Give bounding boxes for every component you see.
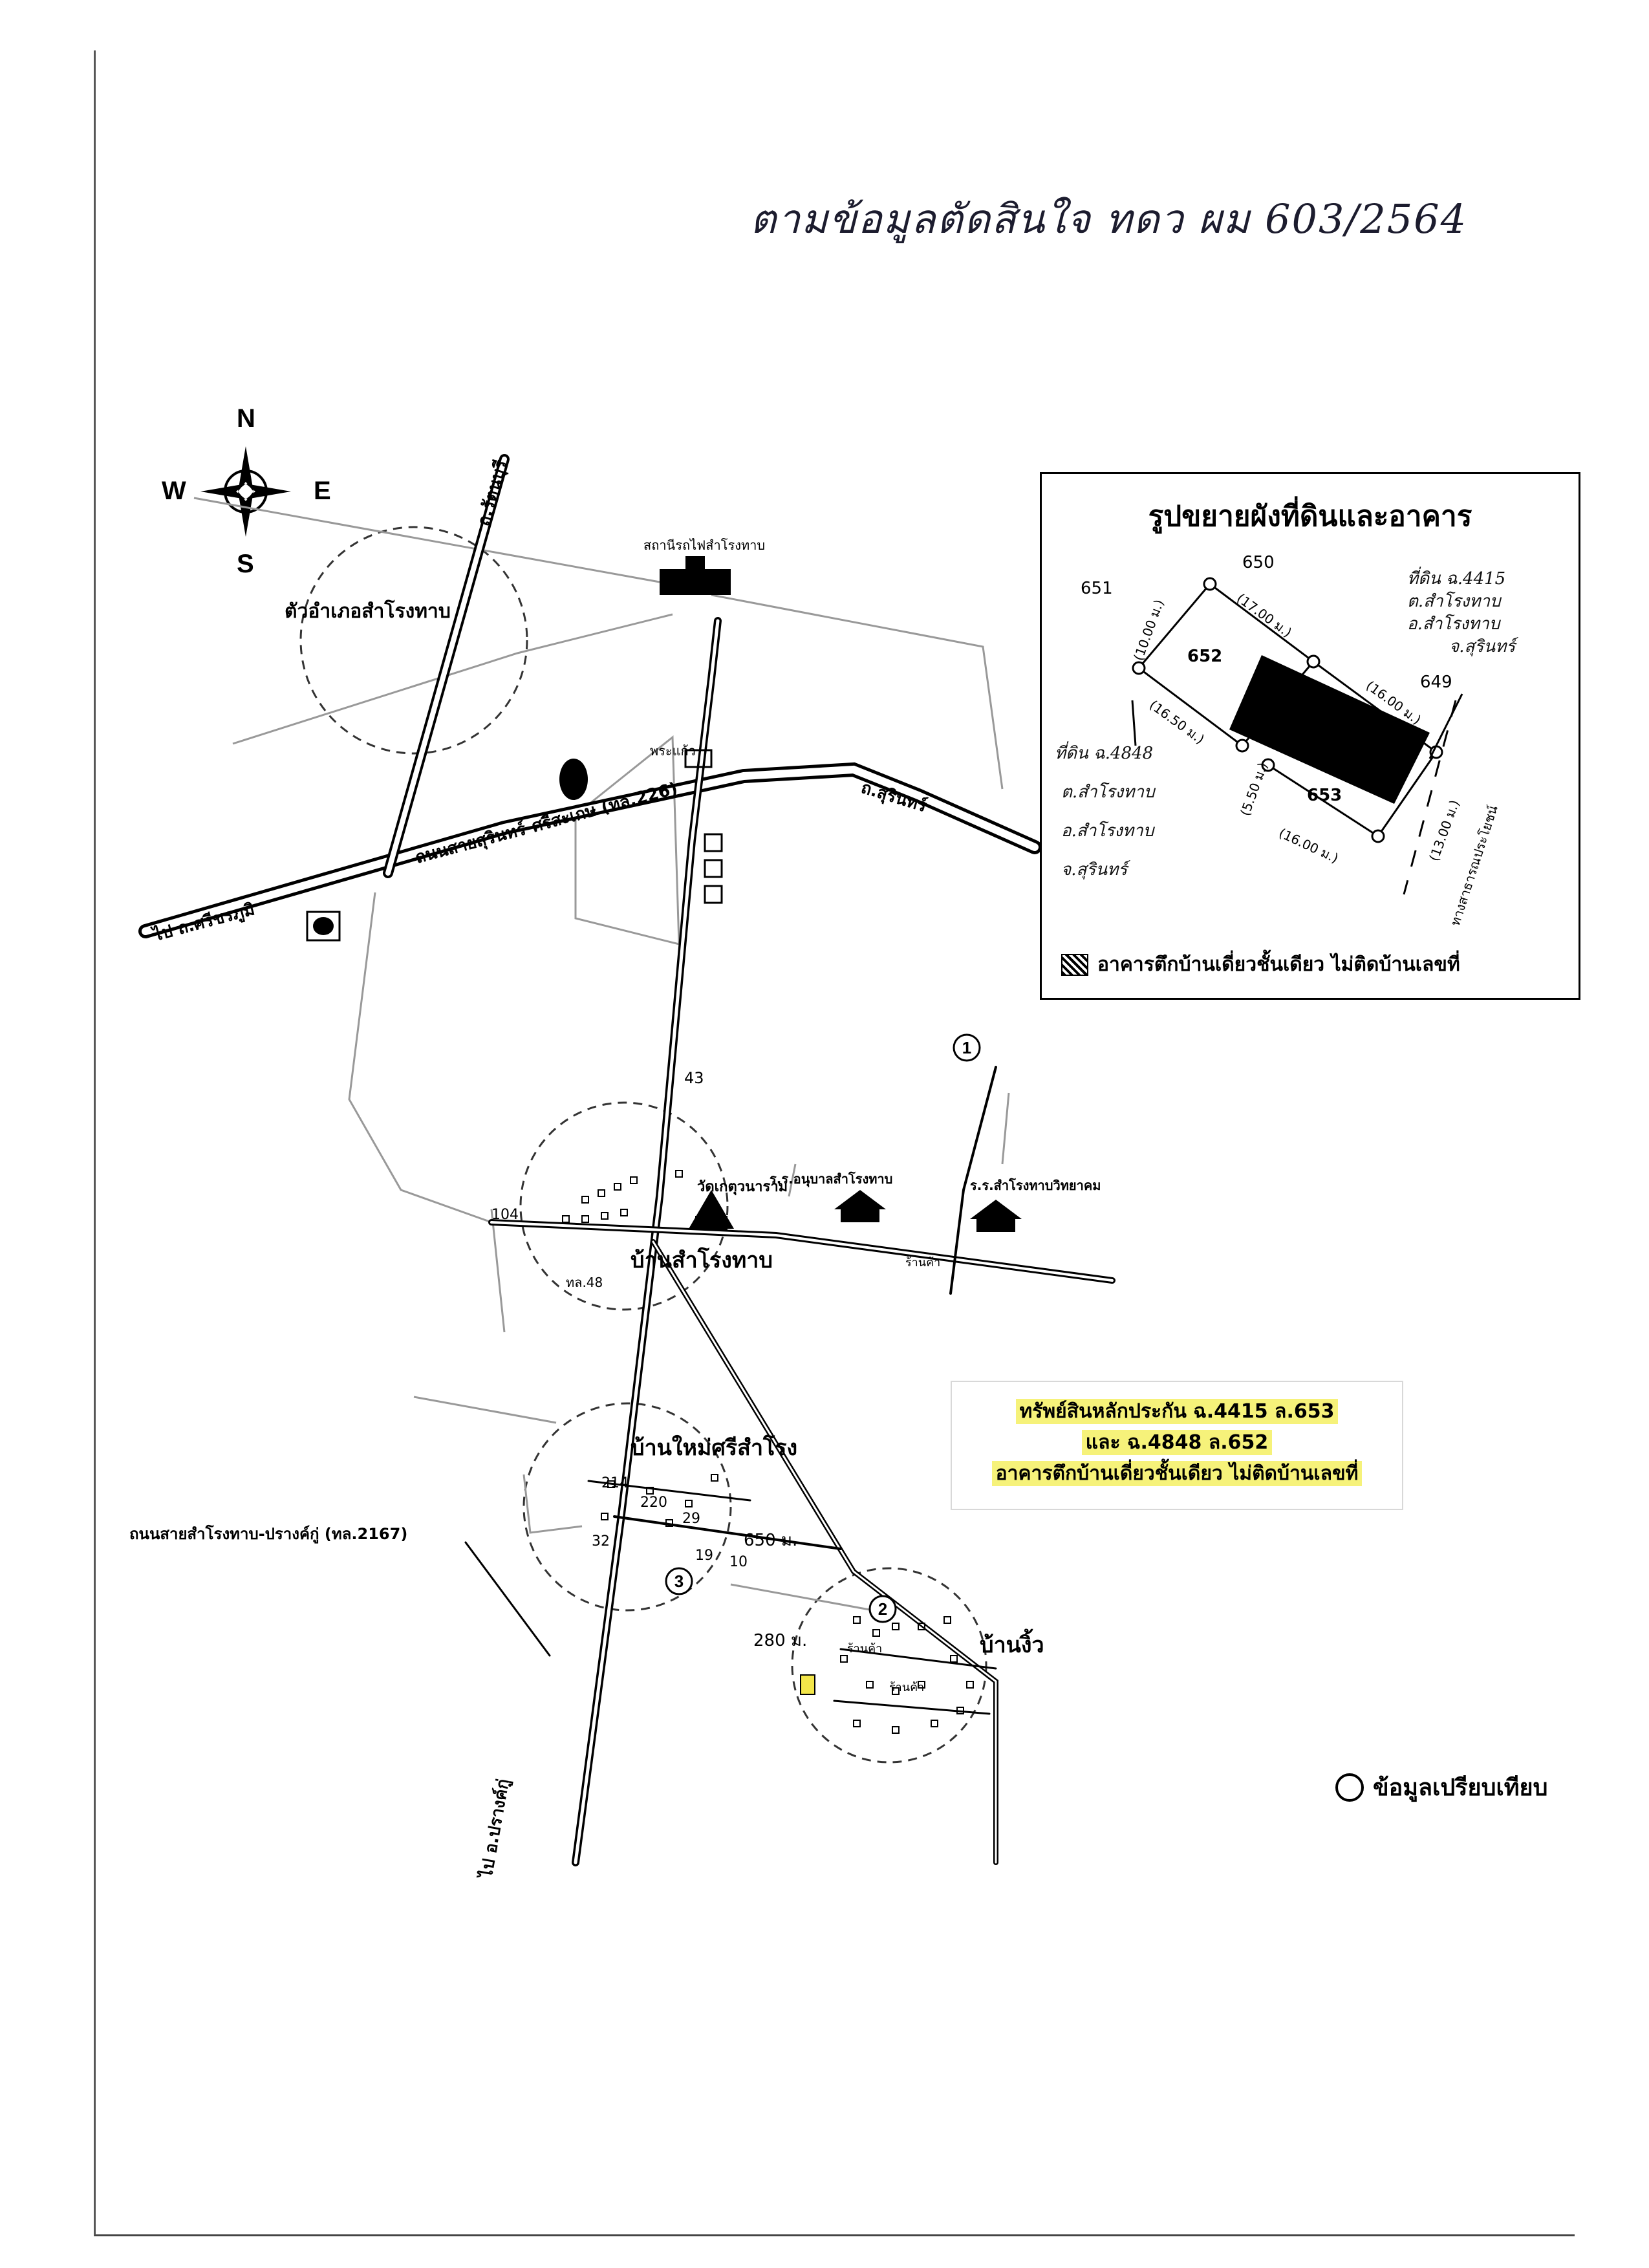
- temple-label: วัดเกตุวนาราม: [697, 1179, 788, 1196]
- compass-s: S: [237, 550, 254, 578]
- num29-label: 29: [682, 1511, 700, 1527]
- parcel-650-label: 650: [1242, 553, 1275, 572]
- seal-icon: [306, 911, 341, 942]
- num220-label: 220: [640, 1495, 667, 1511]
- station-label: สถานีรถไฟสำโรงทาบ: [643, 537, 765, 553]
- collateral-line3: อาคารตึกบ้านเดี่ยวชั้นเดียว ไม่ติดบ้านเล…: [991, 1461, 1363, 1486]
- to-prangku-label: ไป อ.ปรางค์กู่: [475, 1777, 514, 1881]
- dim-16b-label: (16.00 ม.): [1277, 825, 1341, 866]
- dim-550-label: (5.50 ม.): [1237, 761, 1271, 818]
- note-right-3: อ.สำโรงทาบ: [1407, 614, 1502, 634]
- hatch-swatch-icon: [1061, 953, 1088, 976]
- village-main-label: บ้านสำโรงทาบ: [630, 1247, 773, 1273]
- arrow-left: [1131, 700, 1137, 746]
- dim-10-label: (10.00 ม.): [1130, 598, 1167, 663]
- marker-3-label: 3: [674, 1571, 684, 1591]
- marker-1-label: 1: [962, 1038, 971, 1057]
- dim-13-label: (13.00 ม.): [1426, 798, 1462, 863]
- compare-legend-text: ข้อมูลเปรียบเทียบ: [1373, 1775, 1548, 1801]
- school2-label: ร.ร.สำโรงทาบวิทยาคม: [970, 1178, 1101, 1193]
- note-left-1: ที่ดิน ฉ.4848: [1055, 741, 1153, 763]
- school1-icon: [834, 1190, 886, 1222]
- parcel-652-label: 652: [1187, 647, 1222, 666]
- compass-icon: N S E W: [162, 404, 331, 578]
- marker-3: [665, 1567, 693, 1595]
- road-prangku-label: ถนนสายสำโรงทาบ-ปรางค์กู่ (ทล.2167): [129, 1524, 407, 1544]
- km-label: 43: [684, 1069, 704, 1087]
- amphoe-area-circle: [299, 526, 528, 755]
- monument-icon: [559, 759, 588, 800]
- village-mai-label: บ้านใหม่ศรีสำโรง: [630, 1434, 797, 1461]
- scan-frame: [94, 50, 1575, 2236]
- compass-w: W: [162, 477, 186, 505]
- compass-e: E: [314, 477, 331, 505]
- inset-diagram: 651 650 652 653 649 (17.00 ม.) (10.00 ม.…: [1055, 553, 1518, 928]
- inset-title: รูปขยายผังที่ดินและอาคาร: [1148, 500, 1472, 533]
- inset-legend: อาคารตึกบ้านเดี่ยวชั้นเดียว ไม่ติดบ้านเล…: [1061, 949, 1460, 980]
- building-hatch: [1229, 655, 1430, 804]
- compare-legend: ข้อมูลเปรียบเทียบ: [1335, 1769, 1547, 1806]
- dim-17-label: (17.00 ม.): [1234, 590, 1295, 640]
- marker-2: [868, 1595, 897, 1623]
- num19-label: 19: [695, 1548, 713, 1564]
- collateral-line2: และ ฉ.4848 ล.652: [1081, 1430, 1273, 1455]
- parcel-653-label: 653: [1307, 786, 1342, 805]
- collateral-line1: ทรัพย์สินหลักประกัน ฉ.4415 ล.653: [1015, 1399, 1339, 1424]
- compass-n: N: [237, 404, 255, 433]
- inset-plan: รูปขยายผังที่ดินและอาคาร 651 650 652 653…: [1040, 472, 1580, 1000]
- collateral-box: ทรัพย์สินหลักประกัน ฉ.4415 ล.653 และ ฉ.4…: [951, 1381, 1403, 1510]
- note-left-2: ต.สำโรงทาบ: [1061, 782, 1156, 802]
- amphoe-label: ตัวอำเภอสำโรงทาบ: [285, 599, 451, 623]
- note-right-1: ที่ดิน ฉ.4415: [1407, 567, 1505, 589]
- inset-legend-text: อาคารตึกบ้านเดี่ยวชั้นเดียว ไม่ติดบ้านเล…: [1097, 953, 1460, 976]
- dist650-label: 650 ม.: [744, 1531, 797, 1550]
- village-ngio-label: บ้านงิ้ว: [980, 1628, 1044, 1658]
- shop1-label: ร้านค้า: [905, 1256, 940, 1269]
- num104-label: 104: [491, 1207, 519, 1223]
- note-left-4: จ.สุรินทร์: [1061, 860, 1130, 880]
- village-mai-area-circle: [523, 1402, 732, 1612]
- note-right-4: จ.สุรินทร์: [1449, 637, 1518, 656]
- circle-icon: [1335, 1773, 1364, 1802]
- tl48-label: ทล.48: [566, 1275, 603, 1290]
- school2-icon: [970, 1200, 1022, 1232]
- dist280-label: 280 ม.: [753, 1631, 807, 1650]
- marker-2-label: 2: [878, 1599, 887, 1619]
- road-main-label: ถนนสายสุรินทร์-ศรีสะเกษ (ทล.226): [413, 778, 680, 868]
- shop2-label: ร้านค้า: [847, 1642, 882, 1656]
- prakaeo-label: พระแก้ว: [650, 743, 696, 759]
- temple-icon: [689, 1190, 734, 1230]
- arrow-right: [1428, 693, 1463, 759]
- shop3-label: ร้านค้า: [889, 1681, 924, 1694]
- school1-label: ร.ร.อนุบาลสำโรงทาบ: [770, 1171, 892, 1187]
- village-main-area-circle: [519, 1101, 729, 1311]
- parcel-653-outline: [1267, 660, 1438, 838]
- village-ngio-area-circle: [791, 1567, 987, 1764]
- station-icon: [660, 556, 731, 595]
- num10-label: 10: [729, 1554, 748, 1570]
- parcel-649-label: 649: [1420, 673, 1452, 692]
- dim-1650-label: (16.50 ม.): [1147, 697, 1207, 747]
- public-way-line: [1403, 700, 1457, 895]
- road-ratanaburi-label: ถ.รัตนบุรี: [474, 458, 512, 528]
- parcel-651-label: 651: [1081, 579, 1113, 598]
- handwritten-note: ตามข้อมูลตัดสินใจ ทดว ผม 603/2564: [750, 195, 1468, 243]
- note-right-2: ต.สำโรงทาบ: [1407, 591, 1502, 611]
- num32-label: 32: [592, 1533, 610, 1550]
- to-surin-label: ไป ถ.ศรีขรภูมิ: [149, 898, 257, 946]
- num214-label: 214: [601, 1475, 629, 1491]
- subject-location-marker: [800, 1674, 815, 1695]
- note-left-3: อ.สำโรงทาบ: [1061, 821, 1156, 841]
- marker-1: [953, 1033, 981, 1062]
